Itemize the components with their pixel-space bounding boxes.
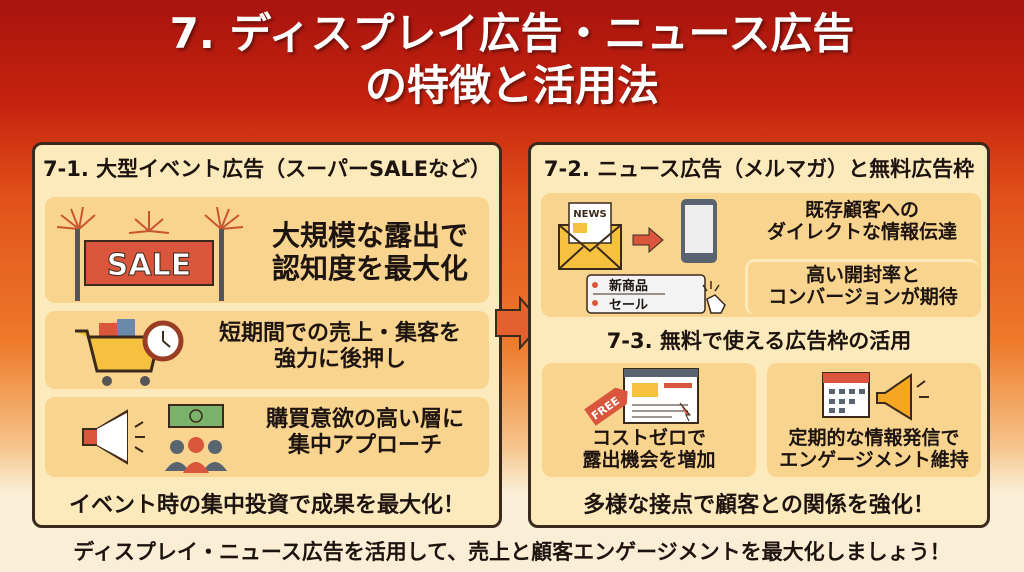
newsletter-list: 新商品 セール [609,277,648,315]
bottom-message: ディスプレイ・ニュース広告を活用して、売上と顧客エンゲージメントを最大化しましょ… [73,540,951,564]
point-text-line: 購買意欲の高い層に [265,407,464,432]
point-text-line: 大規模な露出で [271,219,468,252]
free-tag-webpage-icon: FREE [584,368,699,426]
point-text: 高い開封率と コンバージョンが期待 [748,264,978,309]
panel-heading: 7-2. ニュース広告（メルマガ）と無料広告枠 [543,157,975,181]
newsletter-box: NEWS 新商品 セール 既存顧客への ダイレクトな情報伝達 高い開封率と コン… [541,193,981,317]
point-text-line: 認知度を最大化 [271,252,468,286]
point-text-line: 露出機会を増加 [582,449,716,472]
title-line-1: 7. ディスプレイ広告・ニュース広告 [169,9,855,58]
point-box: 短期間での売上・集客を 強力に後押し [45,311,489,389]
list-item: セール [609,298,649,313]
point-text: 購買意欲の高い層に 集中アプローチ [245,407,485,459]
point-text-line: エンゲージメント維持 [779,449,969,472]
shopping-cart-stopwatch-icon [75,319,184,386]
point-text-line: ダイレクトな情報伝達 [766,221,957,244]
newsletter-to-phone-icon: NEWS [558,199,726,314]
sale-label: SALE [107,248,191,283]
section-subheading: 7-3. 無料で使える広告枠の活用 [606,329,912,353]
news-label: NEWS [573,209,606,220]
point-text-line: 高い開封率と [805,264,920,286]
point-text-line: コストゼロで [591,427,706,449]
event-ads-panel: 7-1. 大型イベント広告（スーパーSALEなど） SALE 大規模な露出で 認… [32,142,502,528]
point-text: 短期間での売上・集客を 強力に後押し [195,321,485,373]
point-box: SALE 大規模な露出で 認知度を最大化 [45,197,489,303]
panel-footer: イベント時の集中投資で成果を最大化！ [68,493,465,518]
point-box: 高い開封率と コンバージョンが期待 [745,259,979,315]
point-text-line: 定期的な情報発信で [788,427,960,449]
point-text-line: 強力に後押し [273,346,406,372]
calendar-megaphone-icon [822,372,929,421]
megaphone-money-audience-icon [82,404,227,473]
title-line-2: の特徴と活用法 [364,61,659,110]
point-text: 定期的な情報発信で エンゲージメント維持 [767,427,981,472]
point-text-line: 既存顧客への [804,199,919,221]
panel-heading: 7-1. 大型イベント広告（スーパーSALEなど） [42,157,492,181]
free-item-box: FREE コストゼロで 露出機会を増加 [542,363,756,477]
point-text: 既存顧客への ダイレクトな情報伝達 [745,199,979,244]
point-text-line: コンバージョンが期待 [768,286,958,309]
point-text-line: 短期間での売上・集客を [218,321,461,346]
panel-footer: 多様な接点で顧客との関係を強化！ [583,493,935,518]
point-box: 既存顧客への ダイレクトな情報伝達 [745,195,979,251]
list-item: 新商品 [609,279,649,294]
point-box: 購買意欲の高い層に 集中アプローチ [45,397,489,477]
free-item-box: 定期的な情報発信で エンゲージメント維持 [767,363,981,477]
news-ads-panel: 7-2. ニュース広告（メルマガ）と無料広告枠 NEWS 新商品 セール 既存顧… [528,142,990,528]
point-text-line: 集中アプローチ [287,432,442,458]
point-text: コストゼロで 露出機会を増加 [542,427,756,472]
sale-banner-fireworks-icon: SALE [56,206,244,301]
point-text: 大規模な露出で 認知度を最大化 [255,219,485,285]
page-title: 7. ディスプレイ広告・ニュース広告 の特徴と活用法 [0,8,1024,112]
